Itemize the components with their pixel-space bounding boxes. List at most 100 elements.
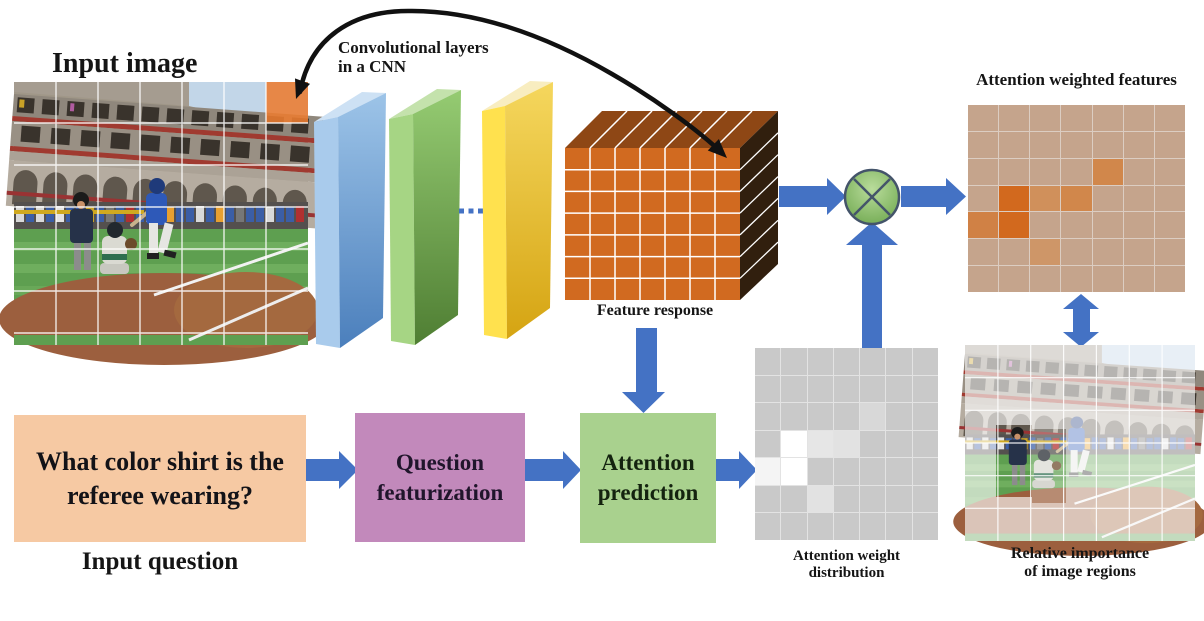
grid-cell — [1030, 212, 1061, 239]
attention-weight-distribution-grid — [755, 348, 938, 540]
grid-cell — [1123, 131, 1154, 158]
grid-cell — [1061, 105, 1092, 131]
grid-cell — [912, 348, 938, 375]
grid-cell — [807, 485, 833, 513]
grid-cell — [860, 403, 886, 430]
grid-cell — [1030, 266, 1061, 292]
grid-cell — [755, 430, 781, 458]
grid-cell — [886, 485, 912, 513]
image-grid-lines — [14, 82, 308, 345]
grid-cell — [1154, 131, 1185, 158]
grid-cell — [807, 430, 833, 458]
grid-cell — [807, 403, 833, 430]
grid-cell — [755, 458, 781, 485]
grid-cell — [807, 458, 833, 485]
grid-cell — [1154, 158, 1185, 185]
grid-cell — [833, 430, 860, 458]
grid-cell — [1154, 239, 1185, 266]
feature-response-cube — [565, 110, 779, 300]
multiply-operator-icon — [843, 168, 901, 226]
grid-cell — [912, 458, 938, 485]
grid-cell — [1030, 185, 1061, 212]
featurization-line2: featurization — [376, 479, 504, 505]
grid-cell — [860, 458, 886, 485]
attention-prediction-line1: Attention — [601, 450, 695, 475]
grid-cell — [755, 485, 781, 513]
awd-label-line2: distribution — [808, 564, 885, 581]
grid-cell — [755, 348, 781, 375]
grid-cell — [1092, 105, 1123, 131]
grid-cell — [833, 458, 860, 485]
grid-cell — [781, 485, 807, 513]
grid-cell — [1154, 185, 1185, 212]
grid-cell — [968, 185, 999, 212]
grid-cell — [912, 485, 938, 513]
relative-importance-image — [951, 343, 1204, 558]
grid-cell — [781, 430, 807, 458]
grid-cell — [860, 485, 886, 513]
grid-cell — [860, 348, 886, 375]
grid-cell — [1061, 239, 1092, 266]
grid-cell — [886, 513, 912, 540]
arrow-multiply-to-weighted-features — [901, 178, 966, 215]
cnn-layer-yellow — [482, 81, 553, 339]
grid-cell — [1092, 185, 1123, 212]
grid-cell — [1030, 105, 1061, 131]
grid-cell — [968, 158, 999, 185]
grid-cell — [1123, 239, 1154, 266]
grid-cell — [807, 348, 833, 375]
grid-cell — [968, 266, 999, 292]
attention-prediction-line2: prediction — [597, 480, 699, 505]
grid-cell — [999, 105, 1030, 131]
grid-cell — [807, 513, 833, 540]
grid-cell — [1092, 158, 1123, 185]
question-text-line1: What color shirt is the — [36, 446, 284, 476]
grid-cell — [1092, 131, 1123, 158]
input-question-label: Input question — [81, 548, 239, 575]
grid-cell — [999, 131, 1030, 158]
grid-cell — [1154, 266, 1185, 292]
grid-cell — [968, 131, 999, 158]
grid-cell — [1061, 212, 1092, 239]
grid-cell — [755, 513, 781, 540]
grid-cell — [1154, 212, 1185, 239]
conv-layers-label: Convolutional layers in a CNN — [338, 38, 489, 76]
relative-importance-label: Relative importance of image regions — [960, 545, 1200, 581]
conv-layers-label-line1: Convolutional layers — [338, 38, 489, 57]
grid-cell — [999, 266, 1030, 292]
grid-cell — [781, 403, 807, 430]
arrow-cube-to-multiply — [779, 178, 846, 215]
grid-cell — [912, 403, 938, 430]
grid-cell — [755, 403, 781, 430]
grid-cell — [1123, 266, 1154, 292]
grid-cell — [833, 348, 860, 375]
grid-cell — [860, 513, 886, 540]
attention-weighted-features-label: Attention weighted features — [976, 70, 1177, 89]
grid-cell — [968, 105, 999, 131]
arrow-cube-to-attention-prediction — [622, 328, 665, 413]
grid-cell — [833, 485, 860, 513]
ri-grid-lines — [965, 345, 1195, 541]
input-image-label: Input image — [52, 48, 198, 79]
question-text-line2: referee wearing? — [67, 480, 253, 510]
feature-response-label: Feature response — [596, 302, 714, 319]
grid-cell — [1154, 105, 1185, 131]
cnn-layer-blue — [314, 92, 386, 348]
grid-cell — [1061, 158, 1092, 185]
awd-label-line1: Attention weight — [792, 548, 901, 564]
arrow-features-image-bidirectional — [1063, 294, 1099, 347]
grid-cell — [912, 375, 938, 403]
arrow-question-to-featurization — [306, 451, 358, 489]
grid-cell — [912, 430, 938, 458]
ri-label-line1: Relative importance — [1010, 545, 1150, 562]
grid-cell — [860, 375, 886, 403]
grid-cell — [999, 158, 1030, 185]
grid-cell — [755, 375, 781, 403]
grid-cell — [1123, 185, 1154, 212]
grid-cell — [833, 403, 860, 430]
input-question-box: What color shirt is the referee wearing? — [14, 415, 306, 542]
grid-cell — [833, 375, 860, 403]
grid-cell — [1061, 131, 1092, 158]
grid-cell — [1030, 239, 1061, 266]
